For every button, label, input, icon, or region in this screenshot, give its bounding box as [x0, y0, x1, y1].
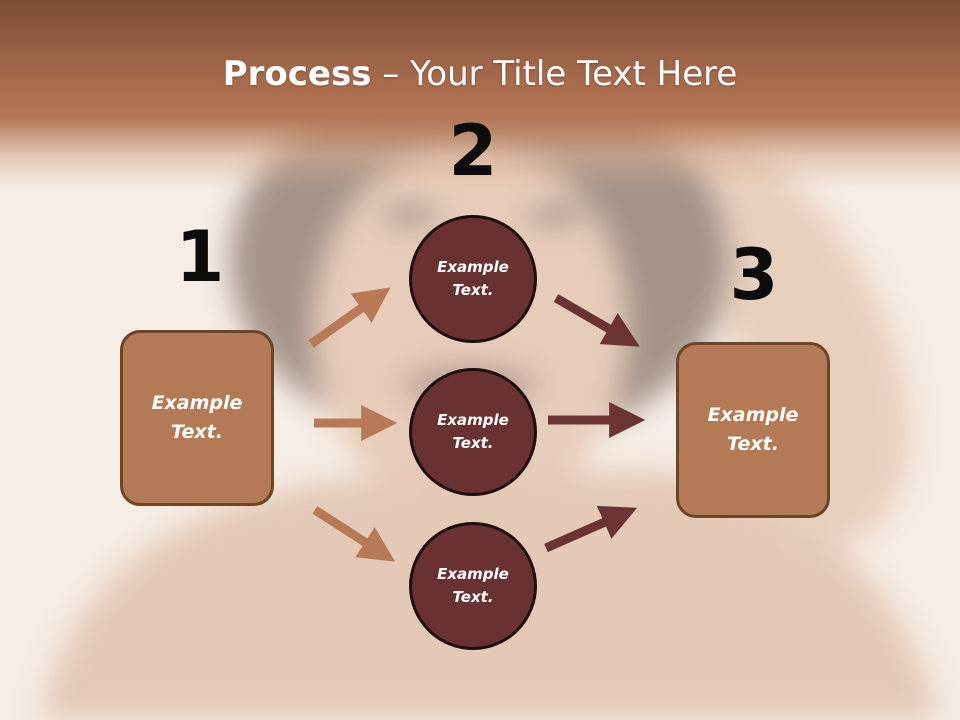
step-box-3-label: Example Text. [707, 404, 799, 455]
node-circle-middle[interactable]: Example Text. [409, 368, 537, 496]
step-number-2: 2 [448, 110, 498, 192]
title-bold: Process [222, 54, 372, 94]
arrow-right-top [553, 294, 640, 347]
slide-title: Process – Your Title Text Here [0, 52, 960, 96]
step-box-1-label: Example Text. [151, 392, 243, 443]
arrow-left-top [308, 287, 391, 348]
step-box-1[interactable]: Example Text. [120, 330, 274, 506]
title-rest: – Your Title Text Here [371, 54, 738, 94]
header-band [0, 0, 960, 190]
node-circle-top-label: Example Text. [437, 258, 509, 299]
node-circle-top[interactable]: Example Text. [409, 215, 537, 343]
arrow-left-bottom [312, 506, 396, 562]
node-circle-bottom[interactable]: Example Text. [409, 522, 537, 650]
step-number-3: 3 [729, 234, 779, 316]
node-circle-bottom-label: Example Text. [437, 565, 509, 606]
node-circle-middle-label: Example Text. [437, 411, 509, 452]
step-box-3[interactable]: Example Text. [676, 342, 830, 518]
arrow-right-bottom [544, 505, 638, 553]
step-number-1: 1 [175, 216, 225, 298]
